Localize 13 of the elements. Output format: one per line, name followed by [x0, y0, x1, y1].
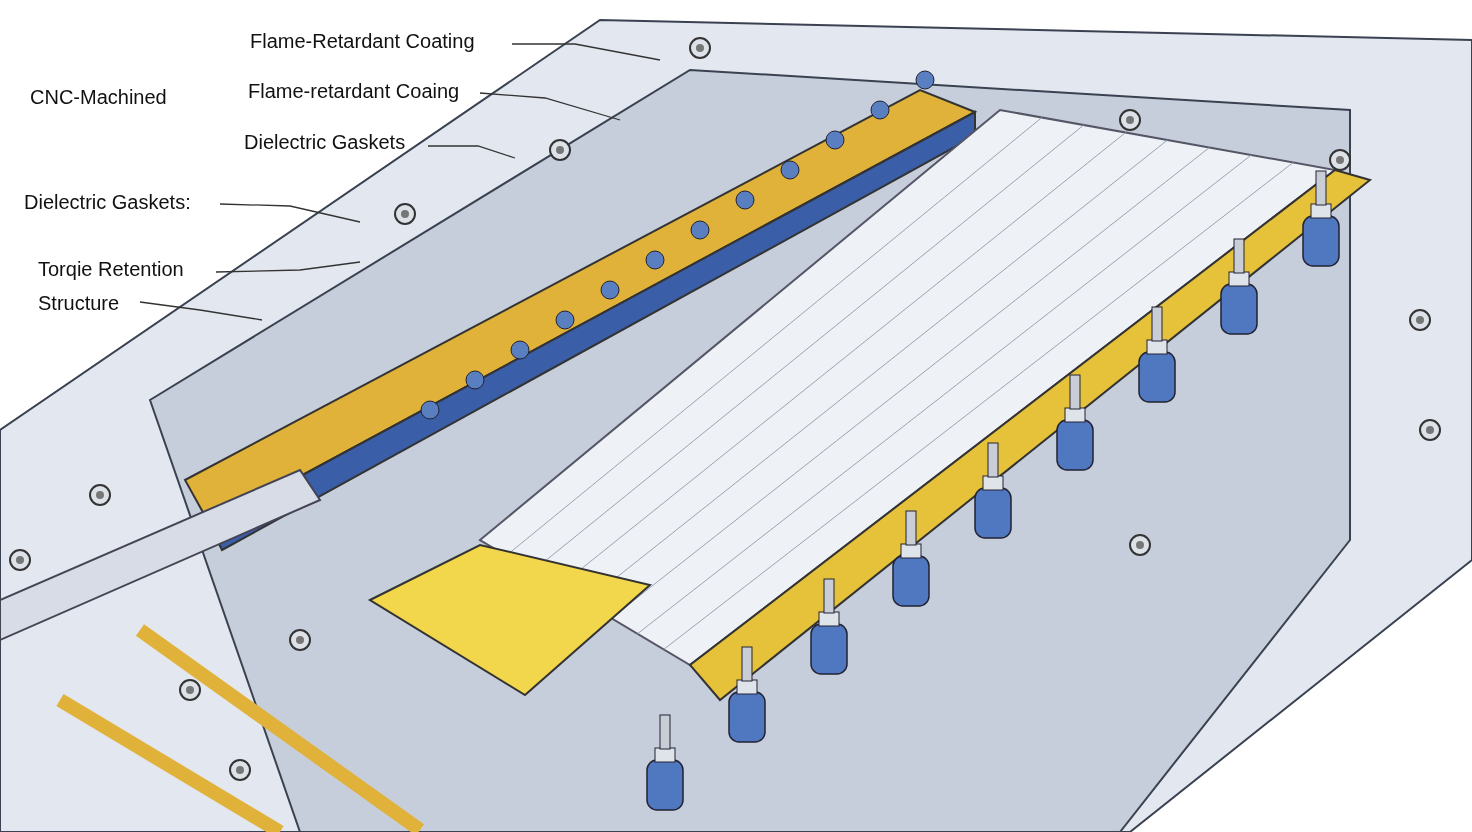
- leader-line: [219, 203, 361, 223]
- callout-label: Flame-retardant Coaing: [248, 80, 460, 103]
- leader-line: [139, 301, 263, 321]
- leader-line: [427, 145, 516, 159]
- callout-label: Dielectric Gaskets: [244, 131, 406, 154]
- callout-label: Structure: [38, 292, 120, 315]
- callout-label: Dielectric Gaskets:: [24, 191, 191, 214]
- leader-line: [511, 43, 661, 61]
- part-label: CNC-Machined: [30, 86, 167, 109]
- leader-line: [215, 261, 361, 273]
- callout-label: Torqie Retention: [38, 258, 184, 281]
- callout-label: Flame-Retardant Coating: [250, 30, 475, 53]
- leader-line: [479, 92, 621, 121]
